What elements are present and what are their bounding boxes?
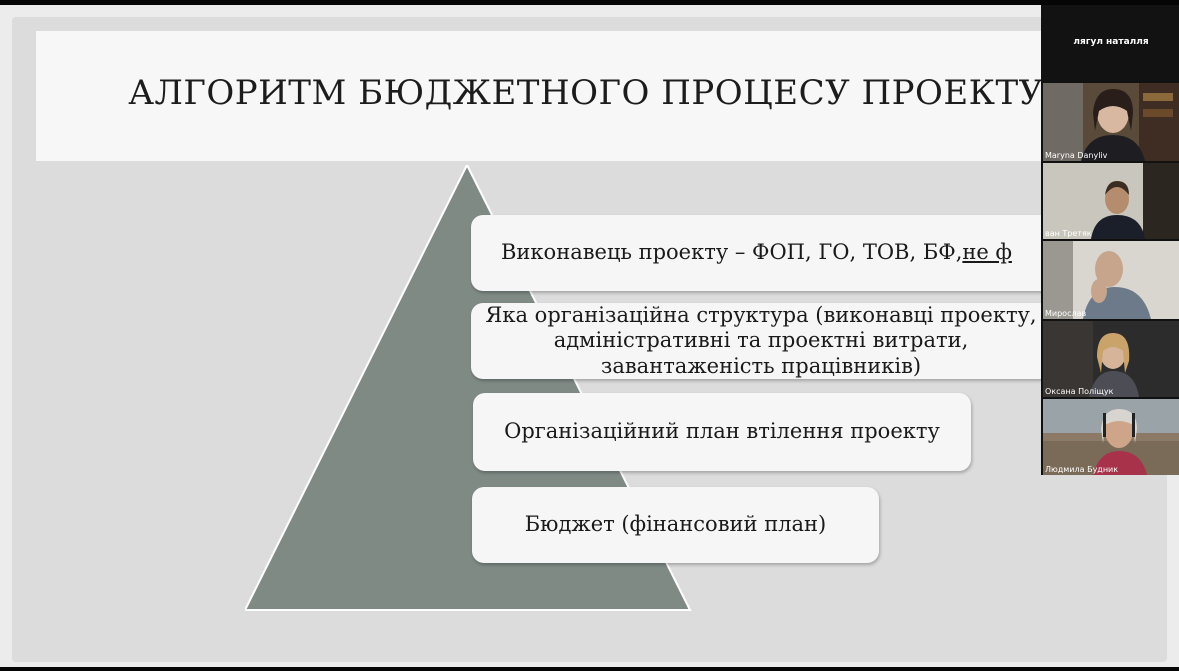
box-plan-text: Організаційний план втілення проекту	[504, 419, 940, 444]
participant-tile[interactable]: Мирослав	[1043, 241, 1179, 319]
participant-name: лягул наталля	[1073, 37, 1149, 47]
participant-video	[1043, 83, 1179, 161]
participant-video	[1043, 241, 1179, 319]
box-performer-underlined-text: не ф	[962, 240, 1012, 265]
pyramid-box-structure: Яка організаційна структура (виконавці п…	[471, 303, 1051, 379]
pyramid-box-plan: Організаційний план втілення проекту	[473, 393, 971, 471]
box-structure-text: Яка організаційна структура (виконавці п…	[485, 303, 1037, 378]
participant-name: Мирослав	[1045, 309, 1087, 318]
participant-name: Людмила Будник	[1045, 465, 1119, 474]
box-performer-text: Виконавець проекту – ФОП, ГО, ТОВ, БФ,	[501, 240, 963, 265]
participant-tile[interactable]: лягул наталля	[1043, 5, 1179, 81]
participant-tile[interactable]: Maryna Danyliv	[1043, 83, 1179, 161]
participant-tile[interactable]: Людмила Будник	[1043, 399, 1179, 475]
pyramid-box-performer: Виконавець проекту – ФОП, ГО, ТОВ, БФ, н…	[471, 215, 1071, 291]
pyramid-box-budget: Бюджет (фінансовий план)	[472, 487, 879, 563]
participants-panel: лягул наталля Maryna Danyliv ван Третяк	[1041, 5, 1179, 475]
bottom-edge-bar	[0, 667, 1179, 671]
participant-name: ван Третяк	[1045, 229, 1092, 238]
participant-video	[1043, 163, 1179, 239]
participant-video	[1043, 399, 1179, 475]
participant-name: Оксана Поліщук	[1045, 387, 1114, 396]
participant-video	[1043, 321, 1179, 397]
participant-name: Maryna Danyliv	[1045, 151, 1108, 160]
slide-title-band: АЛГОРИТМ БЮДЖЕТНОГО ПРОЦЕСУ ПРОЕКТУ	[36, 31, 1136, 161]
box-budget-text: Бюджет (фінансовий план)	[524, 512, 827, 537]
slide-title: АЛГОРИТМ БЮДЖЕТНОГО ПРОЦЕСУ ПРОЕКТУ	[128, 73, 1044, 113]
participant-tile[interactable]: Оксана Поліщук	[1043, 321, 1179, 397]
participant-tile[interactable]: ван Третяк	[1043, 163, 1179, 239]
top-edge-bar	[0, 0, 1179, 5]
shared-screen: АЛГОРИТМ БЮДЖЕТНОГО ПРОЦЕСУ ПРОЕКТУ Вико…	[0, 5, 1179, 667]
